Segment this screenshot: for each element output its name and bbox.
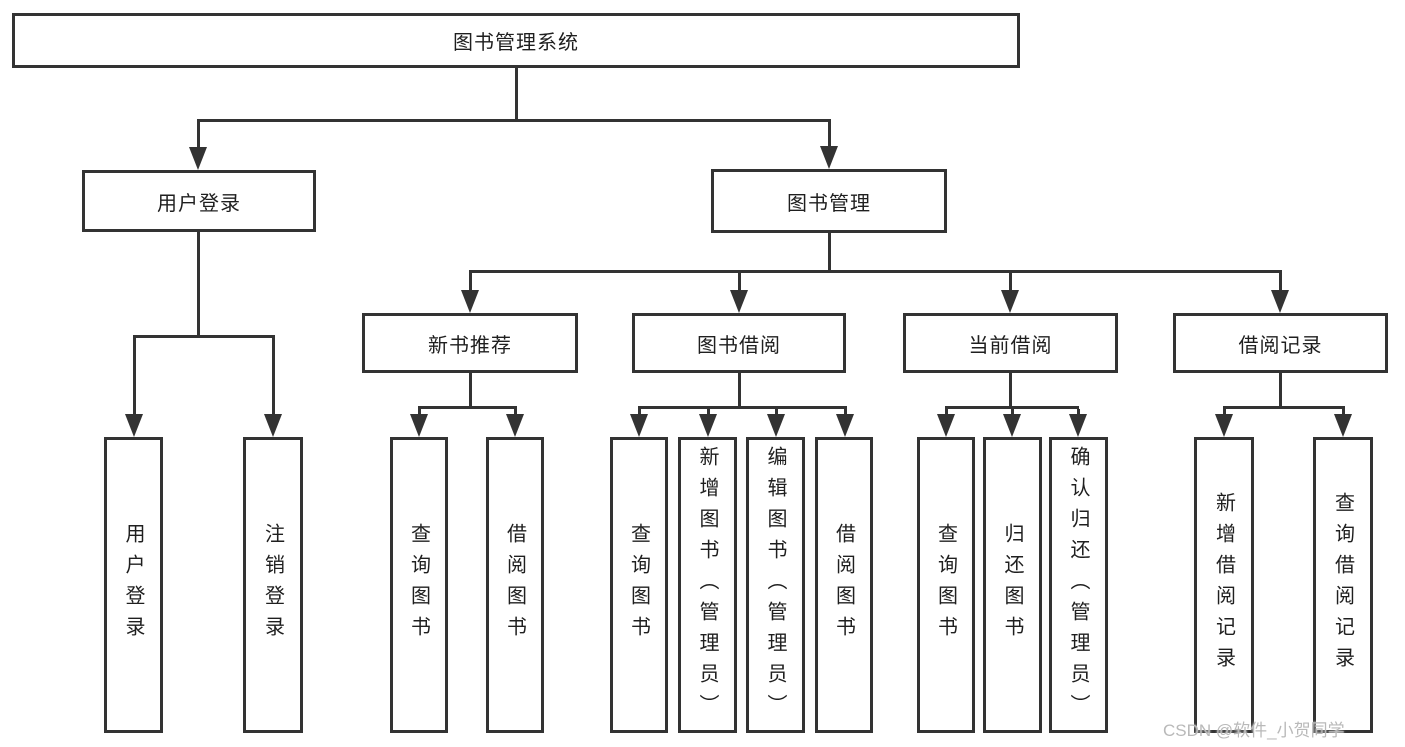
leaf-edit-book-admin-label: 编辑图书（管理员）	[764, 445, 786, 725]
node-book-management: 图书管理	[711, 169, 947, 233]
arrow-down-icon	[125, 414, 143, 437]
arrow-down-icon	[836, 414, 854, 437]
arrow-down-icon	[1069, 414, 1087, 437]
connector-line	[707, 409, 710, 414]
leaf-query-borrow-record: 查询借阅记录	[1313, 437, 1373, 733]
node-current-borrow-label: 当前借阅	[968, 334, 1053, 357]
leaf-add-book-admin: 新增图书（管理员）	[678, 437, 737, 733]
arrow-down-icon	[820, 146, 838, 169]
connector-line	[272, 338, 275, 414]
connector-line	[828, 233, 831, 273]
connector-line	[469, 270, 1282, 273]
arrow-down-icon	[461, 290, 479, 313]
arrow-down-icon	[1334, 414, 1352, 437]
leaf-add-borrow-record: 新增借阅记录	[1194, 437, 1254, 733]
leaf-current-query-book: 查询图书	[917, 437, 975, 733]
connector-line	[418, 406, 517, 409]
connector-line	[1223, 409, 1226, 414]
connector-line	[828, 121, 831, 146]
arrow-down-icon	[264, 414, 282, 437]
leaf-current-query-book-label: 查询图书	[934, 523, 957, 647]
connector-line	[197, 119, 831, 122]
connector-line	[1342, 409, 1345, 414]
connector-line	[469, 273, 472, 290]
arrow-down-icon	[1003, 414, 1021, 437]
connector-line	[738, 273, 741, 290]
leaf-recommend-query-book: 查询图书	[390, 437, 448, 733]
arrow-down-icon	[1001, 290, 1019, 313]
arrow-down-icon	[767, 414, 785, 437]
connector-line	[844, 409, 847, 414]
connector-line	[945, 409, 948, 414]
connector-line	[1009, 373, 1012, 409]
node-current-borrow: 当前借阅	[903, 313, 1118, 373]
arrow-down-icon	[699, 414, 717, 437]
connector-line	[1009, 273, 1012, 290]
leaf-query-borrow-record-label: 查询借阅记录	[1331, 492, 1354, 678]
leaf-logout-label: 注销登录	[261, 523, 284, 647]
connector-line	[738, 373, 741, 409]
arrow-down-icon	[730, 290, 748, 313]
leaf-return-book: 归还图书	[983, 437, 1042, 733]
node-book-borrow: 图书借阅	[632, 313, 846, 373]
leaf-add-borrow-record-label: 新增借阅记录	[1212, 492, 1235, 678]
connector-line	[638, 409, 641, 414]
node-user-login: 用户登录	[82, 170, 316, 232]
connector-line	[1223, 406, 1345, 409]
connector-line	[133, 338, 136, 414]
arrow-down-icon	[189, 147, 207, 170]
connector-line	[197, 121, 200, 147]
connector-line	[133, 335, 275, 338]
connector-line	[515, 68, 518, 122]
connector-line	[1077, 409, 1080, 414]
leaf-borrow-query-book: 查询图书	[610, 437, 668, 733]
connector-line	[638, 406, 847, 409]
leaf-recommend-query-book-label: 查询图书	[407, 523, 430, 647]
node-book-management-label: 图书管理	[787, 192, 871, 215]
csdn-watermark: CSDN @软件_小贺同学	[1163, 721, 1345, 740]
leaf-add-book-admin-label: 新增图书（管理员）	[696, 445, 718, 725]
leaf-confirm-return-admin: 确认归还（管理员）	[1049, 437, 1108, 733]
node-new-book-recommend: 新书推荐	[362, 313, 578, 373]
connector-line	[1279, 273, 1282, 290]
node-root-system: 图书管理系统	[12, 13, 1020, 68]
connector-line	[418, 409, 421, 414]
connector-line	[514, 409, 517, 414]
connector-line	[1279, 373, 1282, 409]
leaf-recommend-borrow-book-label: 借阅图书	[503, 523, 526, 647]
arrow-down-icon	[937, 414, 955, 437]
arrow-down-icon	[410, 414, 428, 437]
node-borrow-records-label: 借阅记录	[1238, 334, 1323, 357]
leaf-borrow-borrow-book-label: 借阅图书	[832, 523, 855, 647]
leaf-user-login: 用户登录	[104, 437, 163, 733]
node-user-login-label: 用户登录	[157, 192, 241, 215]
arrow-down-icon	[630, 414, 648, 437]
leaf-return-book-label: 归还图书	[1001, 523, 1023, 647]
connector-line	[469, 373, 472, 409]
connector-line	[775, 409, 778, 414]
connector-line	[945, 406, 1079, 409]
leaf-edit-book-admin: 编辑图书（管理员）	[746, 437, 805, 733]
node-borrow-records: 借阅记录	[1173, 313, 1388, 373]
leaf-confirm-return-admin-label: 确认归还（管理员）	[1067, 445, 1089, 725]
node-root-system-label: 图书管理系统	[453, 32, 579, 54]
leaf-borrow-borrow-book: 借阅图书	[815, 437, 873, 733]
connector-line	[197, 232, 200, 338]
leaf-recommend-borrow-book: 借阅图书	[486, 437, 544, 733]
node-new-book-recommend-label: 新书推荐	[428, 334, 512, 357]
connector-line	[1011, 409, 1014, 414]
node-book-borrow-label: 图书借阅	[697, 334, 781, 357]
leaf-borrow-query-book-label: 查询图书	[627, 523, 650, 647]
leaf-logout: 注销登录	[243, 437, 303, 733]
arrow-down-icon	[506, 414, 524, 437]
leaf-user-login-label: 用户登录	[122, 523, 144, 647]
arrow-down-icon	[1215, 414, 1233, 437]
arrow-down-icon	[1271, 290, 1289, 313]
